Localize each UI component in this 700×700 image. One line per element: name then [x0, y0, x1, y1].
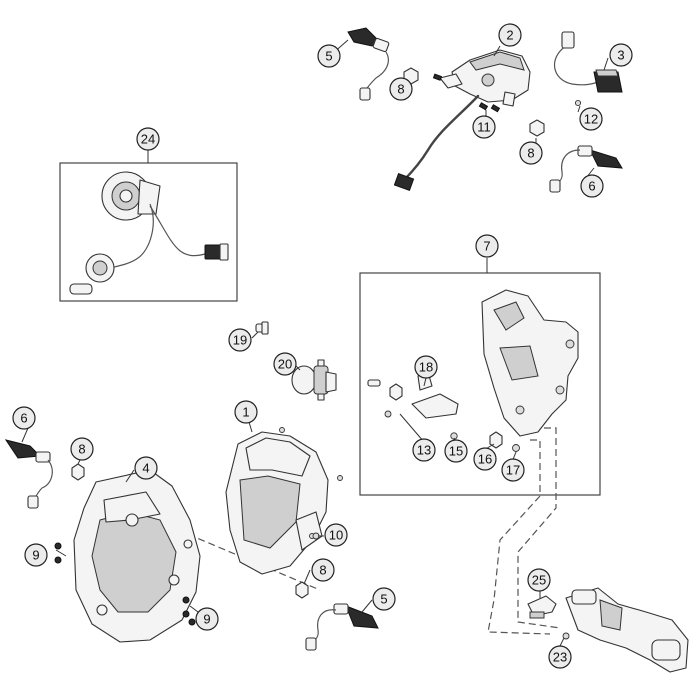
callout-7-label: 7 [483, 239, 490, 254]
callout-2-label: 2 [506, 28, 513, 43]
callout-11: 11 [472, 115, 496, 139]
washer-13 [389, 383, 403, 401]
cable-routing-dashed-2 [487, 439, 551, 635]
callout-13: 13 [412, 438, 436, 462]
screw-11 [432, 73, 501, 113]
headlight-mask [73, 469, 201, 643]
callout-20-label: 20 [278, 357, 292, 372]
callout-8a: 8 [389, 77, 413, 101]
callout-9b-label: 9 [203, 612, 210, 627]
callout-15: 15 [444, 439, 468, 463]
callout-18-label: 18 [419, 360, 433, 375]
callout-9a: 9 [24, 543, 48, 567]
callout-8d: 8 [311, 558, 335, 582]
callout-20: 20 [273, 352, 297, 376]
callout-4: 4 [134, 456, 158, 480]
callout-bubbles: 1 2 3 4 5 5 6 6 7 8 8 8 8 9 9 10 11 12 1… [12, 23, 633, 669]
headlight-adjuster [69, 171, 229, 295]
callout-19: 19 [228, 328, 252, 352]
cluster-cable [402, 94, 480, 182]
screw-13 [367, 379, 381, 387]
callout-6b: 6 [12, 406, 36, 430]
callout-24-label: 24 [141, 132, 155, 147]
instrument-cluster [439, 49, 531, 107]
callout-9b: 9 [195, 607, 219, 631]
callout-16-label: 16 [478, 452, 492, 467]
headlight-bracket [411, 289, 579, 437]
callout-12-label: 12 [584, 112, 598, 127]
callout-6a-label: 6 [588, 179, 595, 194]
callout-8d-label: 8 [319, 563, 326, 578]
callout-2: 2 [498, 23, 522, 47]
clamp-25 [527, 595, 557, 619]
callout-10: 10 [324, 523, 348, 547]
callout-1-label: 1 [242, 405, 249, 420]
callout-8c-label: 8 [78, 442, 85, 457]
screw-15b [384, 410, 392, 418]
callout-12: 12 [579, 107, 603, 131]
callout-19-label: 19 [233, 333, 247, 348]
nut-8-mask [71, 463, 85, 481]
callout-8c: 8 [70, 437, 94, 461]
callout-8b-label: 8 [527, 146, 534, 161]
screw-17 [512, 444, 520, 452]
callout-5a: 5 [317, 44, 341, 68]
callout-17: 17 [501, 458, 525, 482]
cable-routing-dashed [517, 427, 561, 629]
callout-1: 1 [234, 400, 258, 424]
sensor-3 [553, 31, 623, 93]
screw-12 [574, 99, 582, 107]
headlight-housing [225, 427, 343, 575]
callout-13-label: 13 [417, 443, 431, 458]
turn-signal-6-left [4, 439, 53, 509]
cluster-connector [393, 172, 415, 192]
callout-9a-label: 9 [32, 548, 39, 563]
screws-9-right [182, 596, 196, 626]
callout-6a: 6 [580, 174, 604, 198]
turn-signal-5-top [347, 27, 390, 101]
callout-4-label: 4 [142, 461, 149, 476]
callout-15-label: 15 [449, 444, 463, 459]
callout-7: 7 [475, 234, 499, 258]
handlebar-switch [565, 587, 689, 673]
screw-23 [562, 632, 570, 640]
callout-5b-label: 5 [380, 592, 387, 607]
callout-23: 23 [548, 645, 572, 669]
bulb-20 [291, 359, 337, 401]
group-box-7 [359, 272, 601, 496]
nut-8-top-right [529, 119, 545, 137]
screws-9-left [54, 542, 62, 564]
screw-15 [450, 432, 458, 440]
callout-18: 18 [414, 355, 438, 379]
callout-10-label: 10 [329, 528, 343, 543]
nut-8-housing [295, 581, 309, 599]
nut-16 [489, 431, 503, 449]
turn-signal-5-bottom [305, 603, 379, 651]
callout-16: 16 [473, 447, 497, 471]
callout-25: 25 [527, 568, 551, 592]
callout-6b-label: 6 [20, 411, 27, 426]
bulb-19 [255, 321, 269, 335]
callout-3: 3 [609, 43, 633, 67]
callout-5a-label: 5 [325, 49, 332, 64]
callout-3-label: 3 [617, 48, 624, 63]
callout-8b: 8 [519, 141, 543, 165]
callout-5b: 5 [372, 587, 396, 611]
callout-8a-label: 8 [397, 82, 404, 97]
callout-25-label: 25 [532, 573, 546, 588]
turn-signal-6-top [549, 145, 623, 193]
callout-11-label: 11 [477, 120, 491, 135]
callout-17-label: 17 [506, 463, 520, 478]
callout-24: 24 [136, 127, 160, 151]
callout-23-label: 23 [553, 650, 567, 665]
